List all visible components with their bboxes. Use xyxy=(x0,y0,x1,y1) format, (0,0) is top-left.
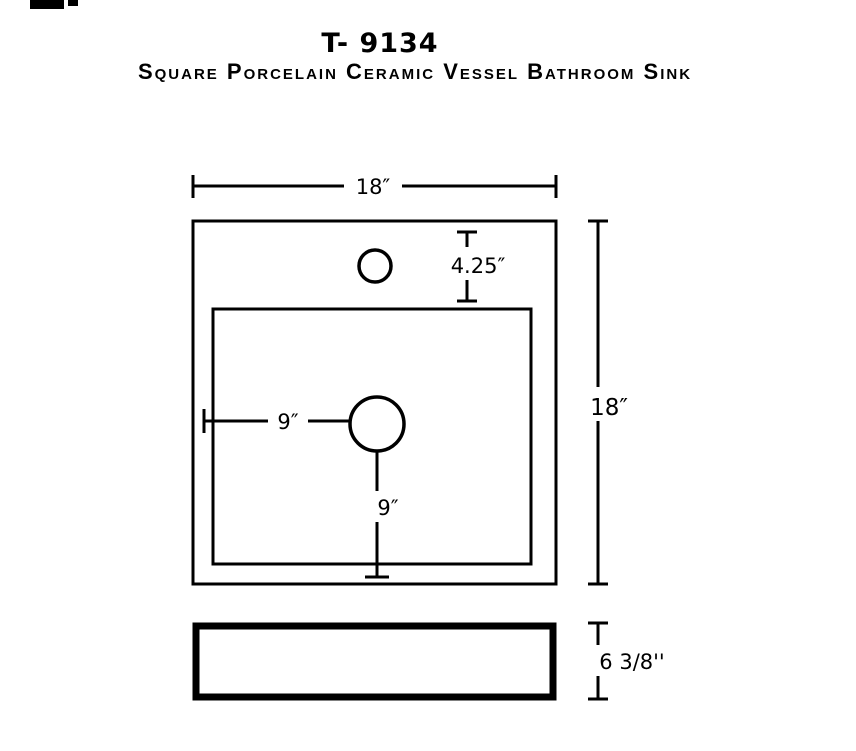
faucet-offset-dimension: 4.25″ xyxy=(434,230,522,303)
drain-horizontal-dimension: 9″ xyxy=(202,404,377,436)
drain-vertical-label: 9″ xyxy=(377,496,398,520)
drain-horizontal-label: 9″ xyxy=(277,410,298,434)
right-height-label: 18″ xyxy=(590,395,628,421)
side-height-dimension: 6 3/8'' xyxy=(586,621,680,701)
scan-artifact xyxy=(30,0,78,9)
faucet-offset-label: 4.25″ xyxy=(451,254,506,278)
faucet-hole xyxy=(357,248,393,284)
side-height-label: 6 3/8'' xyxy=(599,650,664,674)
side-view: 6 3/8'' xyxy=(192,621,680,701)
side-view-profile xyxy=(192,622,557,701)
basin-inner-edge xyxy=(211,307,533,566)
top-width-label: 18″ xyxy=(356,175,391,199)
drain-hole xyxy=(348,395,406,453)
top-view: 4.25″ 9″ 9″ xyxy=(191,171,638,586)
product-title: Square Porcelain Ceramic Vessel Bathroom… xyxy=(137,59,693,84)
model-number: T- 9134 xyxy=(321,28,439,59)
top-width-dimension: 18″ xyxy=(191,171,558,200)
right-height-dimension: 18″ xyxy=(582,219,638,586)
